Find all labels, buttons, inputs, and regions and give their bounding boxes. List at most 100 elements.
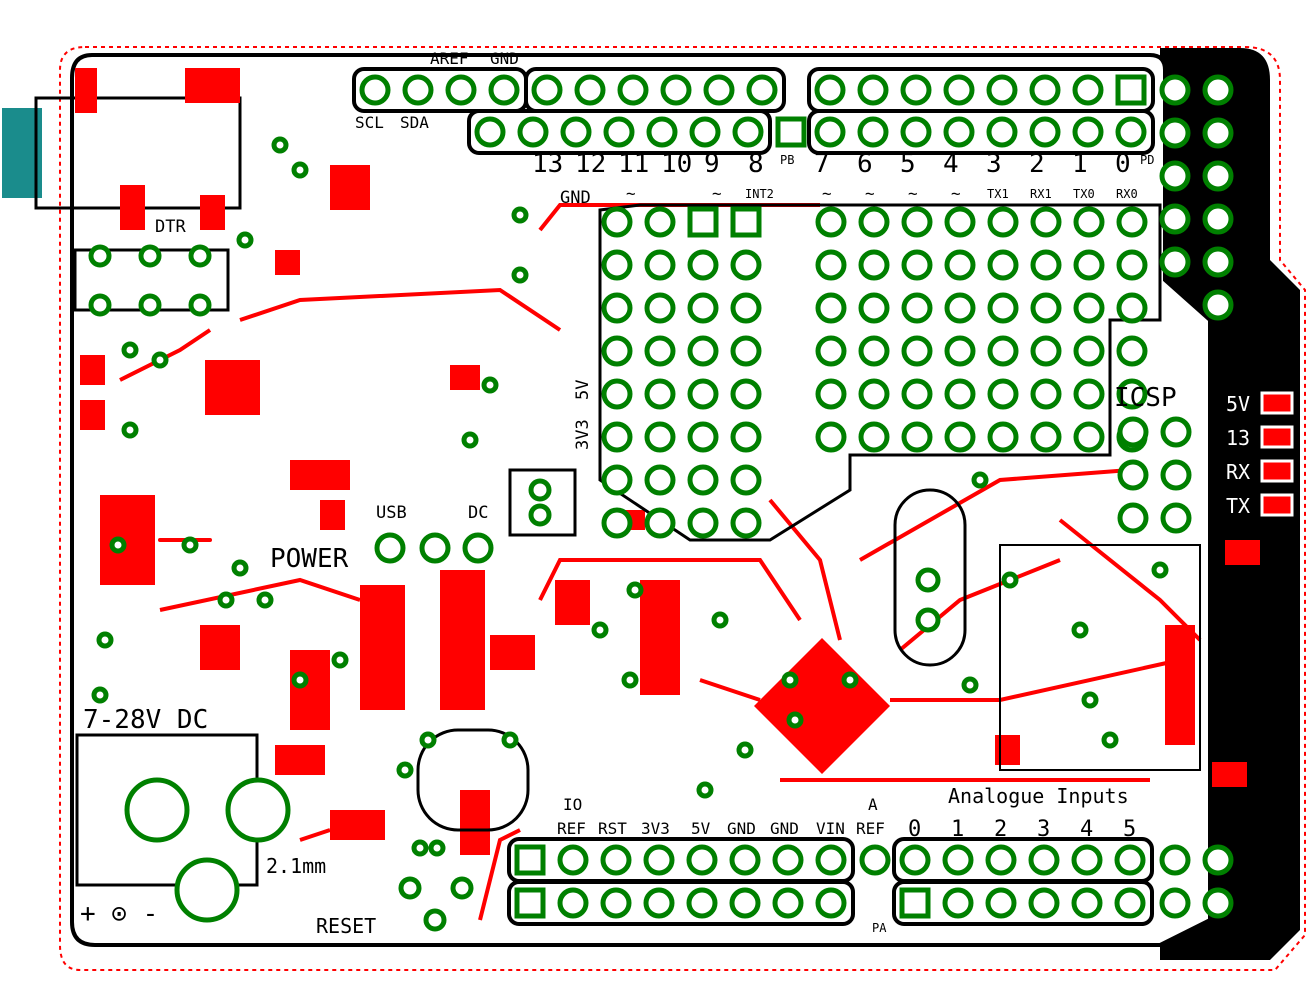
pad (331, 651, 349, 669)
digital-pin-label: 0 (1115, 149, 1131, 179)
label-pd: PD (1140, 153, 1154, 167)
pad (901, 421, 933, 453)
pad (603, 116, 635, 148)
pad (557, 887, 589, 919)
pad (643, 887, 675, 919)
label-rx1: RX1 (1030, 187, 1052, 201)
led-label: 5V (1226, 392, 1250, 416)
pad (858, 292, 890, 324)
pad (601, 421, 633, 453)
square-pad (514, 844, 546, 876)
pad (711, 611, 729, 629)
digital-pin-label: 6 (857, 149, 873, 179)
square-pad (899, 887, 931, 919)
pad (601, 292, 633, 324)
pad (231, 559, 249, 577)
pad (944, 335, 976, 367)
pad (1159, 74, 1191, 106)
pad (987, 421, 1019, 453)
pad (786, 711, 804, 729)
label-ioref: REF (557, 819, 586, 838)
pad (730, 249, 762, 281)
pad (151, 351, 169, 369)
pad (1073, 292, 1105, 324)
pad (1072, 116, 1104, 148)
pad (961, 676, 979, 694)
led-label: TX (1226, 494, 1250, 518)
pwm-marker: ~ (822, 184, 832, 203)
pad (815, 844, 847, 876)
pad (601, 378, 633, 410)
pad (423, 908, 447, 932)
pad (1028, 887, 1060, 919)
pad (986, 74, 1018, 106)
pad (987, 206, 1019, 238)
label-power: POWER (270, 544, 349, 574)
analog-pin-label: 1 (951, 817, 964, 842)
pad (88, 293, 112, 317)
battery-holder (416, 728, 530, 832)
pad (621, 671, 639, 689)
pad (1202, 203, 1234, 235)
pad (985, 844, 1017, 876)
pwm-marker: ~ (908, 184, 918, 203)
pad (1159, 887, 1191, 919)
pad (644, 421, 676, 453)
pad (474, 116, 506, 148)
pad (687, 335, 719, 367)
pad (174, 857, 240, 923)
pad (188, 293, 212, 317)
pad (271, 136, 289, 154)
square-pad (1115, 74, 1147, 106)
label-rst: RST (598, 819, 627, 838)
label-icsp: ICSP (1114, 383, 1177, 413)
pad (1030, 206, 1062, 238)
pad (686, 887, 718, 919)
pad (944, 249, 976, 281)
pad (1030, 292, 1062, 324)
pad (1071, 887, 1103, 919)
pad (411, 839, 429, 857)
digital-pin-label: 8 (748, 149, 764, 179)
pad (1114, 887, 1146, 919)
pad (736, 741, 754, 759)
label-aref-bottom: REF (856, 819, 885, 838)
pad (660, 74, 692, 106)
pad (88, 244, 112, 268)
header-outline (507, 880, 855, 926)
label-supply: 7-28V DC (83, 705, 208, 735)
pad (729, 844, 761, 876)
label-reset: RESET (316, 914, 376, 938)
pad (124, 777, 190, 843)
pad (841, 671, 859, 689)
pad (689, 116, 721, 148)
square-pad (514, 887, 546, 919)
pad (374, 532, 406, 564)
pad (815, 335, 847, 367)
pad (815, 378, 847, 410)
led-pad (1260, 425, 1294, 449)
pad (1101, 731, 1119, 749)
pad (772, 844, 804, 876)
pad (944, 378, 976, 410)
pad (1029, 116, 1061, 148)
pad (601, 335, 633, 367)
square-pad (775, 116, 807, 148)
pad (1202, 887, 1234, 919)
pad (1029, 74, 1061, 106)
pad (1073, 206, 1105, 238)
header-outline (892, 880, 1154, 926)
pad (1030, 249, 1062, 281)
pad (901, 249, 933, 281)
pad (687, 378, 719, 410)
pad (703, 74, 735, 106)
pad (600, 844, 632, 876)
pad (591, 621, 609, 639)
pad (729, 887, 761, 919)
pad (815, 292, 847, 324)
pad (1116, 292, 1148, 324)
pwm-marker: ~ (626, 184, 636, 203)
pad (944, 292, 976, 324)
pad (511, 266, 529, 284)
